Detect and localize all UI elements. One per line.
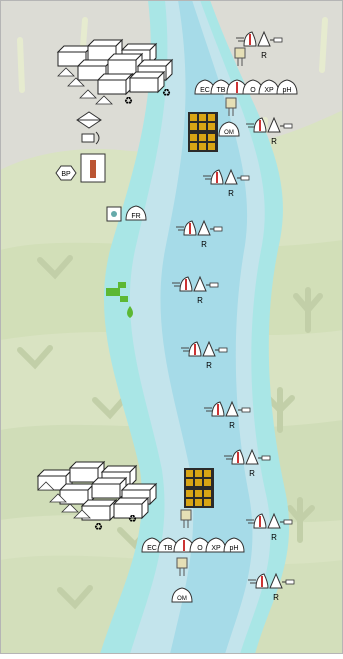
sensor-r-label: R — [228, 189, 234, 198]
sensor-r-label: R — [249, 469, 255, 478]
recycle-icon: ♻ — [162, 88, 171, 99]
fr-label: FR — [131, 213, 140, 220]
solar-panel-icon — [184, 468, 214, 508]
sensor-r-label: R — [271, 533, 277, 542]
sensor-r-label: R — [229, 421, 235, 430]
thermometer-panel-icon — [81, 154, 105, 182]
recycle-icon: ♻ — [124, 96, 133, 107]
tb-label: TB — [217, 87, 226, 94]
solar-panel-icon — [188, 112, 218, 152]
recycle-icon: ♻ — [94, 522, 103, 533]
o-label: O — [250, 87, 256, 94]
ph-label: pH — [283, 87, 292, 94]
sensor-r-label: R — [201, 240, 207, 249]
sensor-r-label: R — [197, 296, 203, 305]
ec-label: EC — [147, 545, 157, 552]
tb-label: TB — [164, 545, 173, 552]
bp-label: BP — [61, 171, 71, 178]
sensor-r-label: R — [206, 361, 212, 370]
bp-sensor: BP — [56, 166, 76, 180]
recycle-icon: ♻ — [128, 514, 137, 525]
o-label: O — [197, 545, 203, 552]
sensor-r-label: R — [261, 51, 267, 60]
xp-label: XP — [211, 545, 221, 552]
ph-label: pH — [230, 545, 239, 552]
fish-farm-icon — [107, 207, 121, 221]
xp-label: XP — [264, 87, 274, 94]
sensor-r-label: R — [271, 137, 277, 146]
sensor-r-label: R — [273, 593, 279, 602]
om-label: OM — [224, 130, 234, 136]
ec-label: EC — [200, 87, 210, 94]
om-label: OM — [177, 596, 187, 602]
